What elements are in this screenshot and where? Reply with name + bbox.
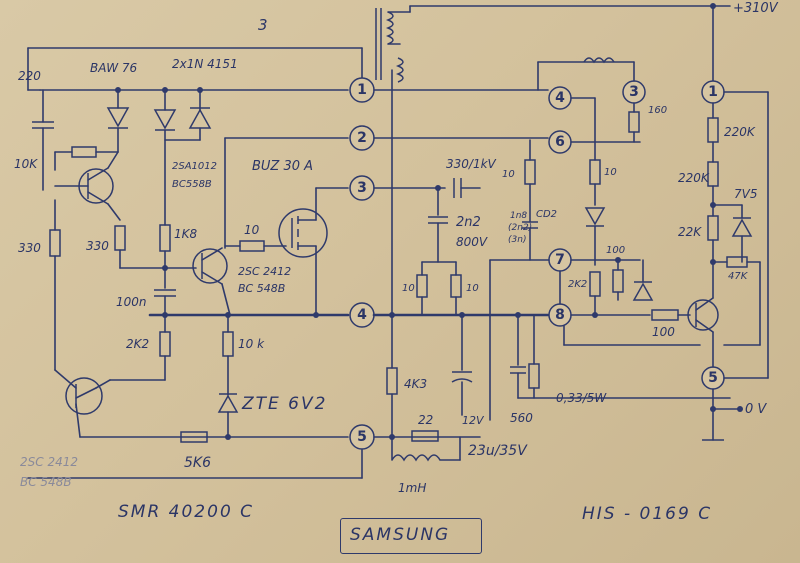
label-r10k-left: 10K bbox=[14, 157, 38, 171]
label-l1mh: 1mH bbox=[398, 481, 427, 495]
label-num3: 3 bbox=[258, 16, 268, 34]
model-right: HIS - 0169 C bbox=[582, 504, 713, 524]
model-left: SMR 40200 C bbox=[118, 502, 255, 522]
label-cd2: CD2 bbox=[536, 209, 558, 220]
pin-8-right: 8 bbox=[555, 307, 565, 323]
label-r2k2-right: 2K2 bbox=[568, 279, 588, 290]
label-r160: 160 bbox=[648, 105, 668, 116]
pin-3-right: 3 bbox=[629, 84, 639, 100]
brand-label: SAMSUNG bbox=[350, 525, 451, 545]
label-c1n8-b: (2n2) bbox=[508, 223, 533, 233]
mosfet-symbol bbox=[278, 187, 328, 316]
label-r2k2-left: 2K2 bbox=[126, 337, 150, 351]
label-dual-diode: 2x1N 4151 bbox=[172, 57, 238, 71]
label-0v: 0 V bbox=[745, 402, 767, 417]
label-r47k: 47K bbox=[728, 271, 748, 282]
label-r10-b: 10 bbox=[466, 283, 479, 294]
transformer bbox=[375, 5, 411, 83]
label-c100n: 100n bbox=[116, 295, 147, 309]
label-q-bottom-a: 2SC 2412 bbox=[20, 455, 78, 469]
label-r330-left: 330 bbox=[18, 241, 41, 255]
pin-4-left: 4 bbox=[357, 307, 367, 323]
label-r10-d: 10 bbox=[604, 167, 617, 178]
brand-box bbox=[340, 518, 482, 554]
pin-1-left: 1 bbox=[357, 82, 367, 98]
label-r100-b: 100 bbox=[652, 325, 675, 339]
pin-5-left: 5 bbox=[357, 429, 367, 445]
pin-2-left: 2 bbox=[357, 130, 367, 146]
pin-7-right: 7 bbox=[555, 252, 565, 268]
label-c2n2-v: 800V bbox=[456, 235, 488, 249]
label-mosfet: BUZ 30 A bbox=[252, 159, 314, 174]
label-c1n8: 1n8 bbox=[510, 211, 528, 221]
label-r10-gate: 10 bbox=[244, 223, 260, 237]
label-r560: 560 bbox=[510, 411, 533, 425]
label-c2n2: 2n2 bbox=[456, 215, 481, 230]
pin-5-right: 5 bbox=[708, 370, 718, 386]
label-r220k-b: 220K bbox=[678, 171, 709, 185]
label-c330: 330/1kV bbox=[446, 157, 496, 171]
label-r330-mid: 330 bbox=[86, 239, 109, 253]
label-q-pnp-b: BC558B bbox=[172, 179, 212, 190]
label-zener: ZTE 6V2 bbox=[242, 394, 328, 414]
pin-6-right: 6 bbox=[555, 134, 565, 150]
label-q-npn-a: 2SC 2412 bbox=[238, 265, 292, 278]
label-r10-c: 10 bbox=[502, 169, 515, 180]
label-q-pnp-a: 2SA1012 bbox=[172, 161, 217, 172]
label-z7v5: 7V5 bbox=[734, 187, 758, 201]
label-c23u: 23u/35V bbox=[468, 443, 527, 459]
label-12v: 12V bbox=[462, 414, 484, 427]
label-r10k-mid: 10 k bbox=[238, 337, 265, 351]
pin-3-left: 3 bbox=[357, 180, 367, 196]
label-r22k: 22K bbox=[678, 225, 702, 239]
pin-4-right: 4 bbox=[555, 90, 565, 106]
label-r22: 22 bbox=[418, 413, 434, 427]
pin-column-right bbox=[548, 80, 725, 390]
label-r4k3: 4K3 bbox=[404, 377, 428, 391]
label-r1k8: 1K8 bbox=[174, 227, 198, 241]
label-baw76: BAW 76 bbox=[90, 61, 138, 75]
label-c220: 220 bbox=[18, 69, 41, 83]
label-r10-a: 10 bbox=[402, 283, 415, 294]
label-q-bottom-b: BC 548B bbox=[20, 475, 72, 489]
label-r220k-a: 220K bbox=[724, 125, 755, 139]
label-r100-a: 100 bbox=[606, 245, 626, 256]
label-r5k6: 5K6 bbox=[184, 455, 211, 471]
label-q-npn-b: BC 548B bbox=[238, 282, 286, 295]
pin-1-right: 1 bbox=[708, 84, 718, 100]
label-c1n8-c: (3n) bbox=[508, 235, 527, 245]
label-310v: +310V bbox=[733, 1, 778, 16]
label-r033: 0,33/5W bbox=[556, 391, 607, 405]
